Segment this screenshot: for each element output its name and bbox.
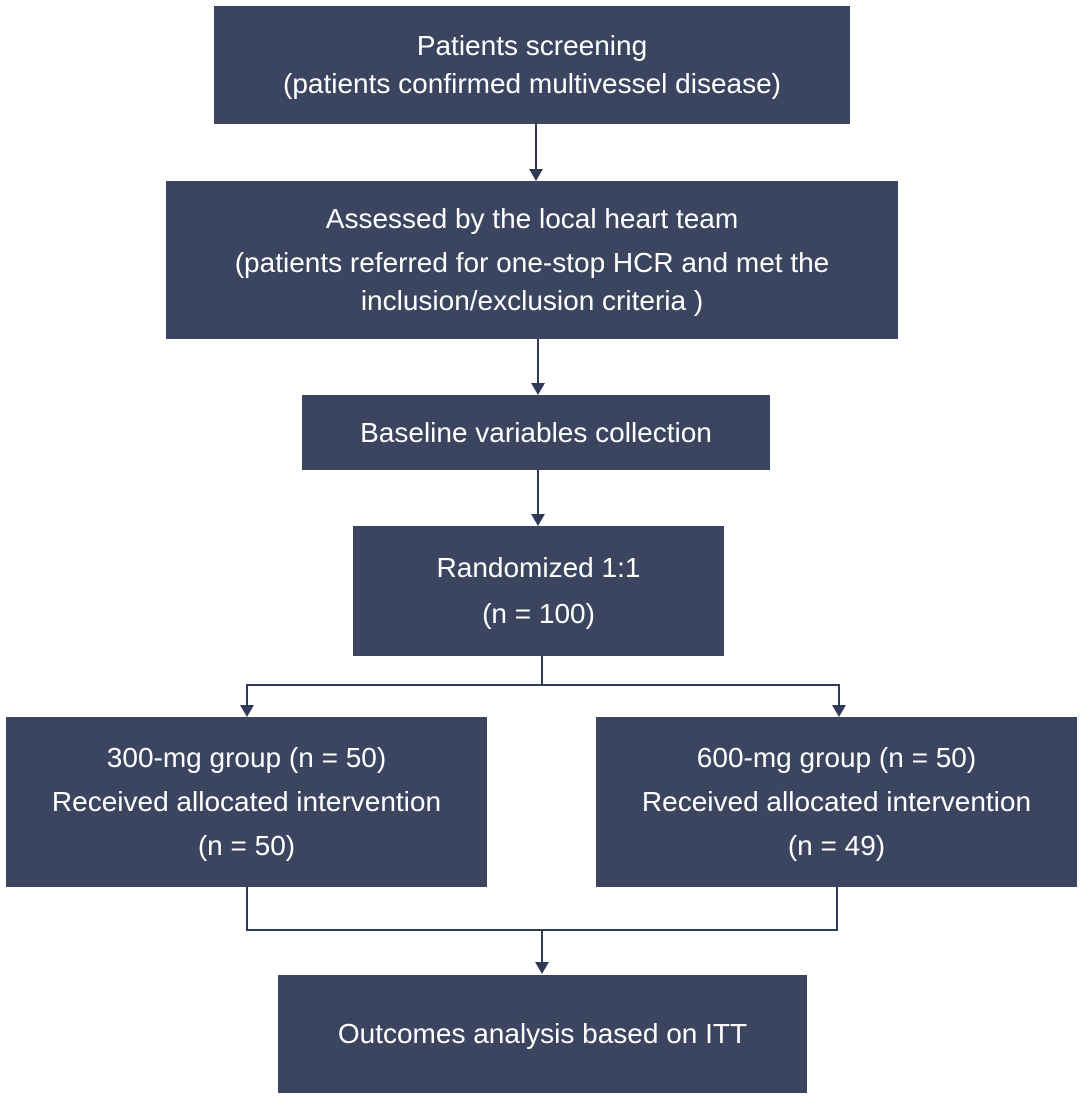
box-group300-title: 300-mg group (n = 50) xyxy=(106,742,387,774)
connector-screening-to-assessed xyxy=(535,124,537,172)
box-assessed-title: Assessed by the local heart team xyxy=(325,203,739,235)
connector-merge-left-down xyxy=(246,887,248,930)
box-assessed-detail-2: inclusion/exclusion criteria ) xyxy=(360,284,704,316)
box-randomized-count: (n = 100) xyxy=(482,598,595,629)
arrowhead-baseline xyxy=(531,383,545,395)
box-group300-count: (n = 50) xyxy=(197,829,296,861)
connector-merge-to-outcomes xyxy=(541,929,543,963)
box-randomized-title: Randomized 1:1 xyxy=(436,552,641,584)
connector-split-horizontal xyxy=(246,684,840,686)
box-patients-screening-detail: (patients confirmed multivessel disease) xyxy=(283,68,781,99)
box-assessed-detail-1: (patients referred for one-stop HCR and … xyxy=(234,247,830,279)
box-patients-screening-title: Patients screening xyxy=(416,30,648,62)
arrowhead-group600 xyxy=(832,705,846,717)
arrowhead-randomized xyxy=(531,514,545,526)
box-randomized: Randomized 1:1 (n = 100) xyxy=(353,526,724,656)
box-group600-intervention: Received allocated intervention xyxy=(641,786,1032,818)
box-patients-screening: Patients screening (patients confirmed m… xyxy=(214,6,850,124)
arrowhead-group300 xyxy=(240,705,254,717)
connector-baseline-to-randomized xyxy=(537,470,539,516)
box-outcomes-title: Outcomes analysis based on ITT xyxy=(337,1018,748,1050)
arrowhead-assessed xyxy=(529,169,543,181)
box-group-600mg: 600-mg group (n = 50) Received allocated… xyxy=(596,717,1077,887)
connector-assessed-to-baseline xyxy=(537,339,539,385)
box-baseline-collection: Baseline variables collection xyxy=(302,395,770,470)
box-baseline-title: Baseline variables collection xyxy=(360,416,712,448)
box-group600-title: 600-mg group (n = 50) xyxy=(696,742,977,774)
connector-randomized-down xyxy=(541,656,543,685)
connector-merge-right-down xyxy=(836,887,838,930)
arrowhead-outcomes xyxy=(535,962,549,974)
box-outcomes-analysis: Outcomes analysis based on ITT xyxy=(278,975,807,1093)
box-group-300mg: 300-mg group (n = 50) Received allocated… xyxy=(6,717,487,887)
box-group600-count: (n = 49) xyxy=(787,829,886,861)
box-assessed-heart-team: Assessed by the local heart team (patien… xyxy=(166,181,898,339)
connector-split-right-down xyxy=(838,684,840,706)
connector-split-left-down xyxy=(246,684,248,706)
box-group300-intervention: Received allocated intervention xyxy=(51,786,442,818)
